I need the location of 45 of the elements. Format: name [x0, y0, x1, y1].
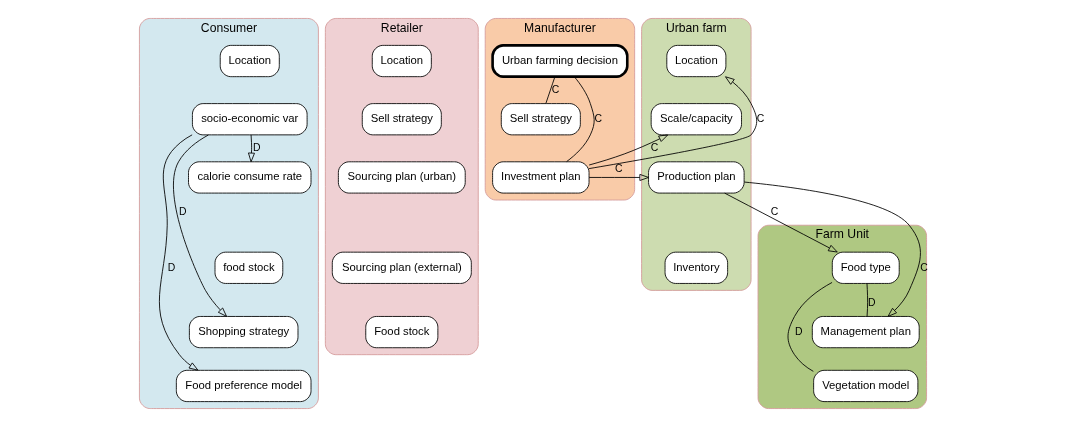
edge-label: D — [867, 296, 876, 308]
node-box: Location — [371, 44, 432, 78]
node-box: Production plan — [647, 161, 745, 194]
node-box: Sourcing plan (urban) — [337, 161, 466, 194]
node-box: Food stock — [364, 316, 438, 349]
arrow — [158, 134, 198, 371]
arrow — [247, 134, 255, 163]
node-box: Urban farming decision — [490, 44, 629, 78]
node-box: Management plan — [811, 316, 920, 349]
node-box: Scale/capacity — [650, 103, 742, 136]
edge-label: D — [178, 206, 187, 218]
node-box: Food type — [831, 251, 900, 284]
node-box: Vegetation model — [812, 369, 918, 403]
arrow — [588, 76, 757, 170]
node-box: Location — [665, 44, 726, 78]
node-box: socio-economic var — [191, 103, 308, 136]
edge-label: C — [770, 206, 778, 218]
arrow — [743, 181, 921, 317]
arrow — [588, 134, 668, 166]
node-box: Sell strategy — [500, 103, 581, 136]
edge-label: D — [252, 142, 260, 154]
node-box: food stock — [214, 251, 283, 284]
connector — [866, 283, 868, 317]
node-box: Inventory — [664, 251, 728, 284]
node-box: Location — [219, 44, 280, 78]
edge-label: C — [919, 261, 928, 273]
arrow — [723, 192, 838, 253]
edge-label: C — [593, 112, 602, 124]
connector — [787, 282, 832, 372]
connector — [544, 76, 555, 104]
edge-label: C — [614, 162, 623, 174]
arrow — [588, 173, 649, 181]
edge-label: D — [794, 325, 803, 337]
node-box: calorie consume rate — [187, 161, 311, 194]
edge-label: C — [551, 83, 559, 95]
node-box: Shopping strategy — [188, 316, 298, 349]
node-box: Investment plan — [491, 161, 589, 194]
connector — [565, 76, 595, 163]
node-box: Sell strategy — [361, 103, 442, 136]
node-box: Sourcing plan (external) — [331, 251, 472, 284]
edge-label: C — [756, 112, 764, 124]
arrow — [172, 134, 227, 317]
edge-label: C — [650, 142, 658, 154]
edge-label: D — [167, 261, 175, 273]
node-box: Food preference model — [175, 369, 311, 403]
